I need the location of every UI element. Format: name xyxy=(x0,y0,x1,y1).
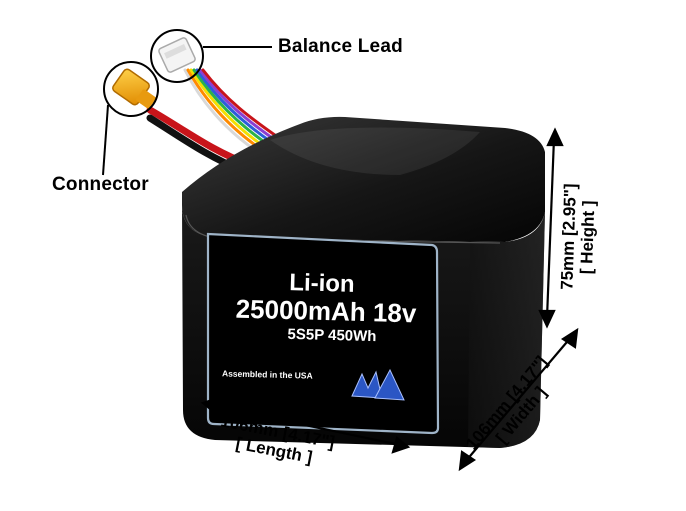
ma-logo xyxy=(351,368,405,401)
connector-callout: Connector xyxy=(52,174,149,195)
battery-label-panel xyxy=(206,232,440,435)
balance-lead-callout: Balance Lead xyxy=(278,36,403,57)
label-config-energy: 5S5P 450Wh xyxy=(287,325,377,346)
xt-connector xyxy=(112,68,156,109)
label-capacity-voltage: 25000mAh 18v xyxy=(235,293,417,329)
balance-lead-plug xyxy=(158,37,196,73)
callout-markers xyxy=(102,29,272,176)
dimension-arrows xyxy=(200,127,579,472)
height-measure: 75mm [2.95"] xyxy=(557,183,581,291)
height-dimension: 75mm [2.95"] [ Height ] xyxy=(557,183,599,291)
height-caption: [ Height ] xyxy=(576,200,599,275)
